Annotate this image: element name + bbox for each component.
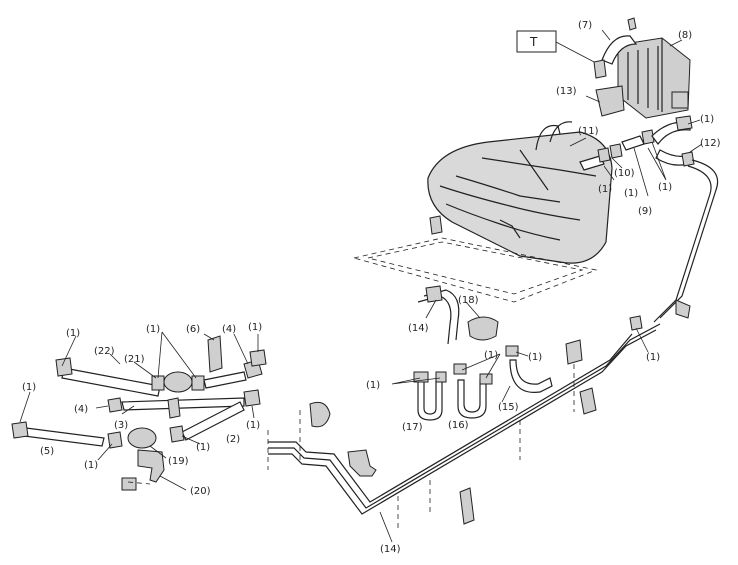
clamp-15: [505, 345, 519, 357]
pipe-bracket-14: [425, 285, 443, 303]
clamp-e: [681, 151, 695, 167]
part-21: [163, 371, 193, 393]
callout-1-hose17: (1): [366, 380, 380, 391]
callout-12: (12): [700, 138, 721, 149]
callout-17: (17): [402, 422, 423, 433]
clamp-c: [641, 129, 655, 145]
grommet-left: [309, 401, 331, 428]
part-6: [207, 335, 223, 373]
hose-22: [61, 367, 161, 397]
clamp-21a: [151, 375, 165, 391]
callout-5: (5): [40, 446, 54, 457]
hose-16: [457, 379, 487, 419]
callout-6: (6): [186, 324, 200, 335]
callout-13: (13): [556, 86, 577, 97]
hose-3: [121, 397, 245, 411]
callout-1-left-mid: (1): [22, 382, 36, 393]
callout-1-tank: (1): [598, 184, 612, 195]
protector-outline: [353, 237, 598, 303]
clamp-1-right-upper: [249, 349, 267, 367]
clamp-1-right-lower: [243, 389, 261, 407]
canister-bracket: [595, 85, 625, 117]
canister-valve: [593, 59, 607, 79]
clamp-16b: [479, 373, 493, 385]
clamp-b: [609, 143, 623, 159]
callout-1-hose2: (1): [196, 442, 210, 453]
callout-15: (15): [498, 402, 519, 413]
callout-1-hose16: (1): [484, 350, 498, 361]
clamp-17a: [413, 371, 429, 383]
callout-14-lower: (14): [380, 544, 401, 555]
callout-1-hose5: (1): [84, 460, 98, 471]
fuel-tank: [427, 131, 613, 264]
hose-4-upper: [203, 371, 247, 389]
callout-1-canister: (1): [700, 114, 714, 125]
hose-17: [417, 379, 443, 421]
pipe-clip-right: [675, 299, 691, 319]
callout-1-right: (1): [646, 352, 660, 363]
callout-9: (9): [638, 206, 652, 217]
callout-1-pipe: (1): [658, 182, 672, 193]
pipe-bracket-rear: [565, 339, 583, 365]
callout-3: (3): [114, 420, 128, 431]
hose-11: [579, 155, 605, 171]
callout-16: (16): [448, 420, 469, 431]
sensor-plug: [429, 215, 443, 235]
callout-22: (22): [94, 346, 115, 357]
pipe-clip-low: [459, 487, 475, 525]
canister-hose: [601, 35, 638, 65]
bolt-20: [121, 477, 137, 491]
clamp-5: [11, 421, 29, 439]
callout-1-right-low: (1): [246, 420, 260, 431]
callout-4-upper: (4): [222, 324, 236, 335]
callout-20: (20): [190, 486, 211, 497]
pipe-14-upper: [423, 289, 460, 341]
callout-1-mid-top: (1): [146, 324, 160, 335]
callout-7: (7): [578, 20, 592, 31]
bracket-20: [137, 449, 165, 483]
pipe-14-main: [268, 323, 661, 509]
hose-15: [509, 359, 553, 393]
callout-2: (2): [226, 434, 240, 445]
tank-vent-line-2: [549, 121, 573, 143]
clamp-d: [675, 115, 693, 131]
part-4-lower: [107, 397, 123, 413]
clamp-17b: [435, 371, 447, 383]
clamp-a: [597, 147, 611, 163]
callout-1-tank-2: (1): [624, 188, 638, 199]
pipe-clip-rear: [579, 387, 597, 415]
pipe-clip-mid: [347, 449, 377, 477]
callout-8: (8): [678, 30, 692, 41]
callout-1-left-top: (1): [66, 328, 80, 339]
callout-4-lower: (4): [74, 404, 88, 415]
clamp-f: [629, 315, 643, 331]
callout-10: (10): [614, 168, 635, 179]
clamp-2: [169, 425, 185, 443]
connector-3: [167, 397, 181, 419]
callout-11: (11): [578, 126, 599, 137]
callout-21: (21): [124, 354, 145, 365]
callout-14-upper: (14): [408, 323, 429, 334]
return-pipe: [659, 159, 719, 319]
callout-1-right-top: (1): [248, 322, 262, 333]
callout-19: (19): [168, 456, 189, 467]
callout-1-hose15: (1): [528, 352, 542, 363]
clamp-22: [55, 357, 73, 377]
canister-plug: [627, 17, 637, 31]
clamp-21b: [191, 375, 205, 391]
t-label: T: [529, 35, 538, 49]
clamp-16a: [453, 363, 467, 375]
canister-connector: [671, 91, 689, 109]
part-18: [467, 316, 499, 341]
return-pipe-2: [653, 165, 712, 323]
callout-18: (18): [458, 295, 479, 306]
t-box: T: [516, 30, 557, 53]
pipe-9: [621, 135, 645, 151]
hose-5: [23, 427, 105, 447]
part-19: [127, 427, 157, 449]
